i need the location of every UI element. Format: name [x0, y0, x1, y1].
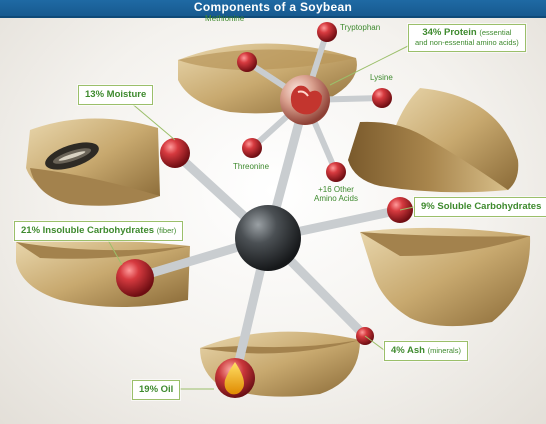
ash-callout: 4% Ash (minerals)	[384, 341, 468, 361]
methionine-atom	[237, 52, 257, 72]
protein-icon	[280, 75, 330, 125]
protein-detail-2: and non-essential amino acids)	[415, 38, 519, 47]
other-amino-line2: Amino Acids	[313, 194, 359, 203]
shell-right	[360, 227, 531, 327]
soluble-pct: 9% Soluble Carbohydrates	[421, 201, 542, 212]
methionine-label: Methionine	[205, 14, 245, 23]
ash-pct: 4% Ash	[391, 345, 425, 356]
page-title: Components of a Soybean	[193, 0, 353, 14]
threonine-atom	[242, 138, 262, 158]
other-amino-line1: +16 Other	[318, 185, 354, 194]
moisture-pct: 13% Moisture	[85, 89, 147, 100]
core-atom	[235, 205, 301, 271]
moisture-callout: 13% Moisture	[78, 85, 154, 105]
soybean-hilum-icon	[45, 142, 99, 170]
other-amino-acids-label: +16 Other Amino Acids	[306, 185, 366, 203]
soluble-carbohydrates-callout: 9% Soluble Carbohydrates	[414, 197, 546, 217]
moisture-atom	[160, 138, 190, 168]
oil-pct: 19% Oil	[139, 384, 174, 395]
protein-callout: 34% Protein (essential and non-essential…	[408, 24, 526, 52]
tryptophan-label: Tryptophan	[340, 23, 381, 32]
lysine-atom	[372, 88, 392, 108]
insoluble-atom	[116, 259, 154, 297]
other-amino-atom	[326, 162, 346, 182]
leader-lines	[107, 44, 415, 390]
shell-upper-right	[348, 88, 519, 193]
insoluble-carbohydrates-callout: 21% Insoluble Carbohydrates (fiber)	[14, 221, 184, 241]
oil-drop-icon	[215, 358, 255, 398]
tryptophan-atom	[317, 22, 337, 42]
threonine-label: Threonine	[233, 162, 270, 171]
insoluble-detail: (fiber)	[156, 226, 177, 235]
oil-callout: 19% Oil	[132, 380, 181, 400]
header-bar: Components of a Soybean	[0, 0, 546, 18]
lysine-label: Lysine	[370, 73, 393, 82]
insoluble-pct: 21% Insoluble Carbohydrates	[21, 225, 155, 236]
shell-left-top	[26, 118, 160, 206]
protein-detail-1: (essential	[479, 28, 512, 37]
protein-pct: 34% Protein	[422, 27, 477, 38]
ash-detail: (minerals)	[427, 346, 461, 355]
